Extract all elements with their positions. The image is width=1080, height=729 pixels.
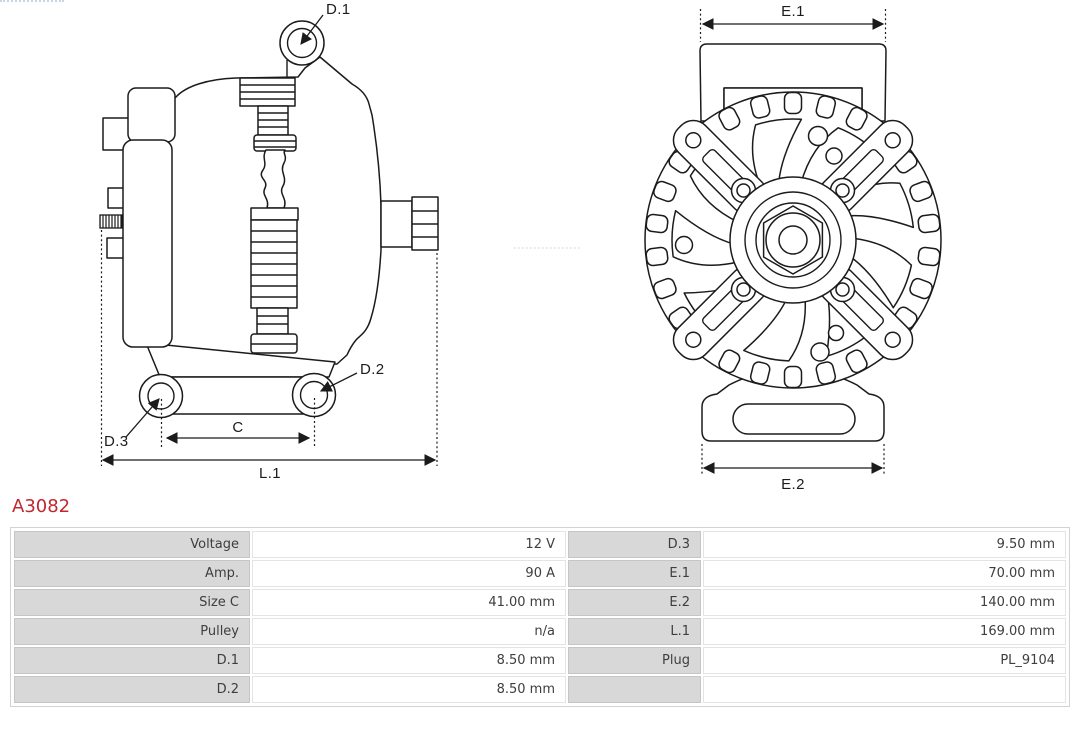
top-ear-hole-d1 <box>286 27 318 59</box>
spec-value: 41.00 mm <box>252 589 566 616</box>
spec-label: D.3 <box>568 531 701 558</box>
lug-d2 <box>291 372 337 418</box>
spec-value: 140.00 mm <box>703 589 1066 616</box>
dim-label-c: C <box>232 419 243 436</box>
table-row: Voltage 12 V D.3 9.50 mm <box>14 531 1066 558</box>
alternator-technical-drawing: D.1 D.2 D.3 C L.1 <box>99 1 942 493</box>
front-view-drawing: E.1 E.2 <box>644 3 942 493</box>
spec-value: 8.50 mm <box>252 676 566 703</box>
table-row: Size C 41.00 mm E.2 140.00 mm <box>14 589 1066 616</box>
lug-d3 <box>138 373 184 419</box>
spec-label: Amp. <box>14 560 250 587</box>
dim-label-l1: L.1 <box>259 465 281 482</box>
spec-label: Pulley <box>14 618 250 645</box>
spec-label: L.1 <box>568 618 701 645</box>
spec-value: 169.00 mm <box>703 618 1066 645</box>
spec-value <box>703 676 1066 703</box>
spec-value: n/a <box>252 618 566 645</box>
vent-hole <box>825 147 843 165</box>
table-row: Pulley n/a L.1 169.00 mm <box>14 618 1066 645</box>
dim-label-e1: E.1 <box>781 3 805 20</box>
hub-ring <box>755 202 831 278</box>
spec-value: 70.00 mm <box>703 560 1066 587</box>
shaft-end <box>778 225 808 255</box>
vent-hole <box>807 125 829 147</box>
threaded-stud <box>99 214 123 229</box>
dim-label-d1: D.1 <box>326 1 351 18</box>
dim-label-e2: E.2 <box>781 476 805 493</box>
spec-table-container: Voltage 12 V D.3 9.50 mm Amp. 90 A E.1 7… <box>10 527 1070 707</box>
pulley-section <box>256 307 289 335</box>
rear-cover-top <box>127 87 176 143</box>
spec-label: D.1 <box>14 647 250 674</box>
spec-value: 8.50 mm <box>252 647 566 674</box>
spec-value: 12 V <box>252 531 566 558</box>
foot-slot <box>732 403 856 435</box>
spec-label: E.1 <box>568 560 701 587</box>
vent-hole <box>674 235 694 255</box>
spec-label: E.2 <box>568 589 701 616</box>
plate-bolt-holes <box>736 183 850 297</box>
part-number-heading[interactable]: A3082 <box>12 496 71 517</box>
page-top-artifact <box>0 0 64 2</box>
spec-value: 90 A <box>252 560 566 587</box>
spec-value: PL_9104 <box>703 647 1066 674</box>
spec-value: 9.50 mm <box>703 531 1066 558</box>
table-row: D.2 8.50 mm <box>14 676 1066 703</box>
vent-hole <box>810 342 830 362</box>
spec-label: D.2 <box>14 676 250 703</box>
plug-connector <box>380 200 413 248</box>
spec-label: Size C <box>14 589 250 616</box>
pulley-groove-lines <box>240 84 297 345</box>
spec-label: Plug <box>568 647 701 674</box>
mount-bracket-piece <box>145 342 336 378</box>
pulley-collar <box>253 134 297 152</box>
rear-cover <box>122 139 173 348</box>
vent-hole <box>827 324 845 342</box>
dim-label-d2: D.2 <box>360 361 385 378</box>
spec-table: Voltage 12 V D.3 9.50 mm Amp. 90 A E.1 7… <box>12 529 1068 705</box>
table-row: D.1 8.50 mm Plug PL_9104 <box>14 647 1066 674</box>
hub-ring <box>744 191 842 289</box>
side-view-drawing: D.1 D.2 D.3 C L.1 <box>99 1 439 482</box>
spec-label: Voltage <box>14 531 250 558</box>
spec-label <box>568 676 701 703</box>
dim-label-d3: D.3 <box>104 433 129 450</box>
pulley-collar <box>250 207 299 221</box>
table-row: Amp. 90 A E.1 70.00 mm <box>14 560 1066 587</box>
